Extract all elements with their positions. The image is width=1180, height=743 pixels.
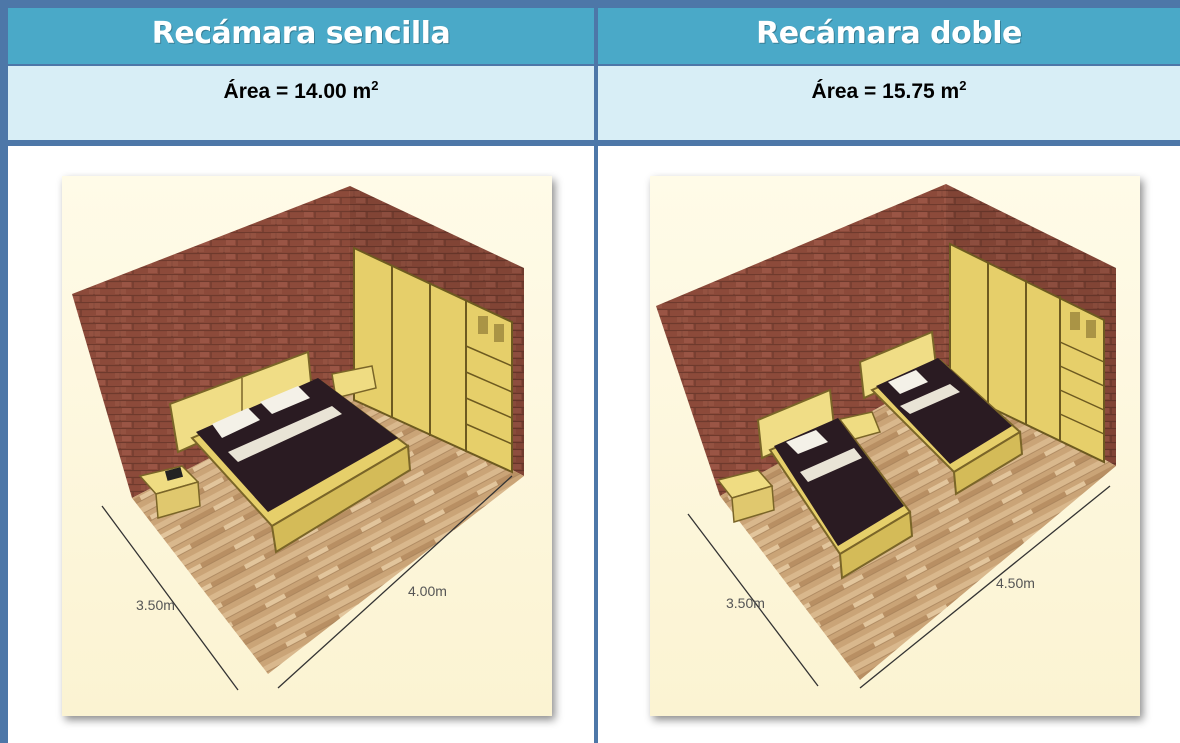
table-border-left — [0, 0, 8, 743]
room-image-double: 3.50m 4.50m — [650, 176, 1140, 716]
column-title-double: Recámara doble — [756, 16, 1022, 51]
area-label-double: Área = 15.75 m2 — [811, 78, 967, 103]
area-exponent-double: 2 — [959, 78, 967, 93]
area-cell-double: Área = 15.75 m2 — [598, 66, 1180, 140]
dimension-label-width-single: 3.50m — [136, 597, 175, 613]
dimension-label-width-double: 3.50m — [726, 595, 765, 611]
table-border-middle — [594, 0, 598, 743]
column-title-single: Recámara sencilla — [151, 16, 451, 51]
dimension-label-length-double: 4.50m — [996, 575, 1035, 591]
room-image-single: 3.50m 4.00m — [62, 176, 552, 716]
area-label-single: Área = 14.00 m2 — [223, 78, 379, 103]
room-illustration-single: 3.50m 4.00m — [62, 176, 552, 716]
area-exponent-single: 2 — [371, 78, 379, 93]
dimension-label-length-single: 4.00m — [408, 583, 447, 599]
table-border-row1 — [0, 64, 1180, 66]
table-border-row2 — [0, 140, 1180, 146]
area-cell-single: Área = 14.00 m2 — [8, 66, 594, 140]
header-cell-single: Recámara sencilla — [8, 8, 594, 64]
header-cell-double: Recámara doble — [598, 8, 1180, 64]
table-border-top — [0, 0, 1180, 8]
room-illustration-double: 3.50m 4.50m — [650, 176, 1140, 716]
